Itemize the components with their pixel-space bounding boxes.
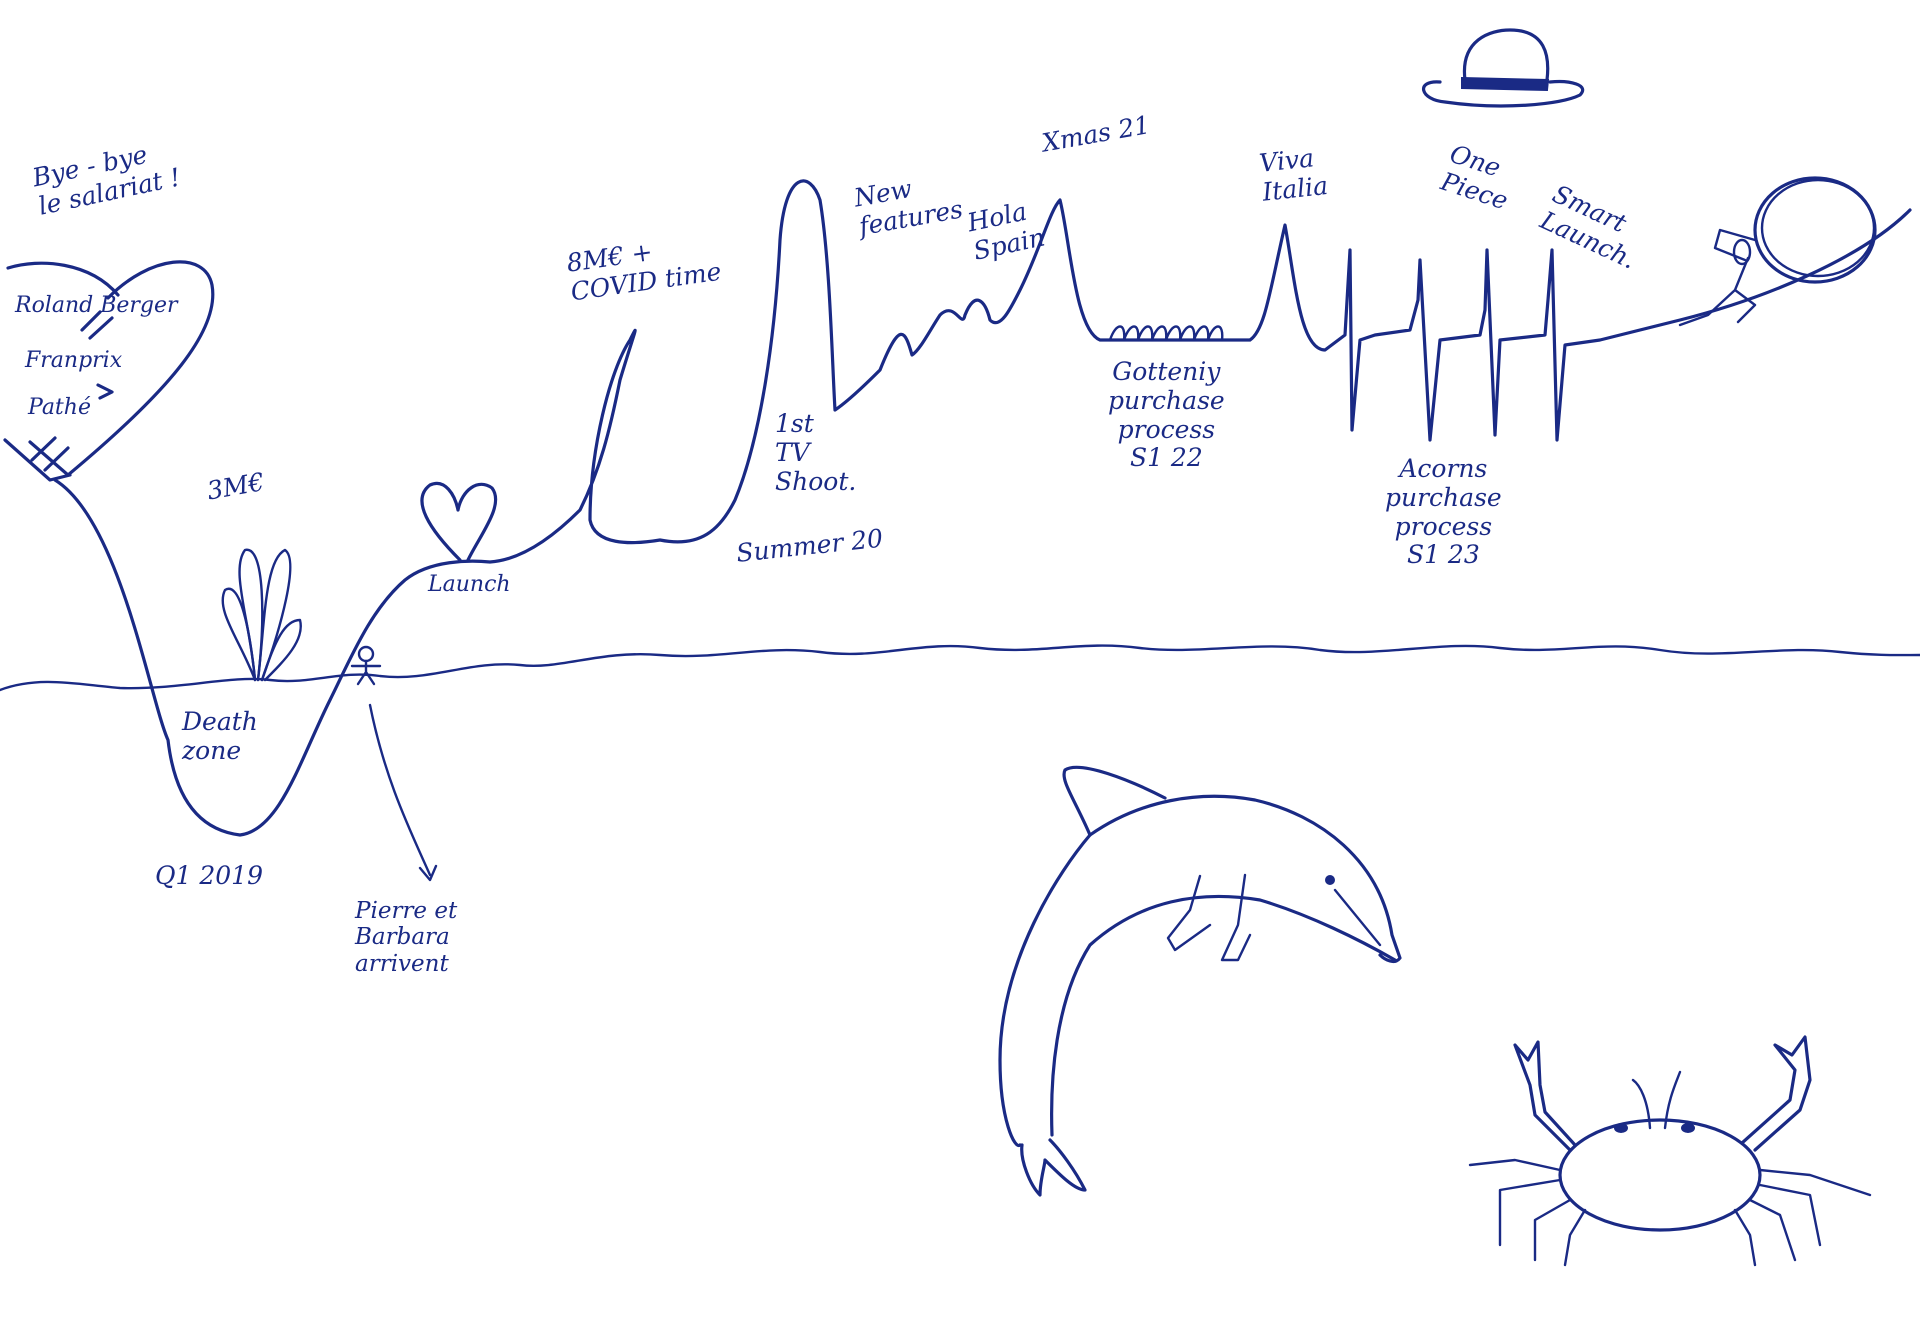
sisyphus-boulder-icon: [1678, 176, 1877, 327]
label-launch: Launch: [428, 572, 511, 597]
label-roland-berger: Roland Berger: [15, 293, 178, 318]
label-viva-italia: Viva Italia: [1257, 143, 1330, 207]
label-pierre-barbara: Pierre et Barbara arrivent: [355, 898, 458, 977]
label-q1-2019: Q1 2019: [155, 861, 263, 890]
label-death-zone: Death zone: [182, 707, 258, 765]
small-heart-icon: [420, 481, 498, 562]
crab-icon: [1468, 1035, 1872, 1267]
heart-icon: [3, 260, 215, 482]
label-first-tv-shoot: 1st TV Shoot.: [775, 409, 857, 496]
label-acorns: Acorns purchase process S1 23: [1385, 454, 1502, 570]
dolphin-icon: [998, 765, 1402, 1197]
journey-line: [53, 179, 1912, 837]
label-gotteniy: Gotteniy purchase process S1 22: [1108, 357, 1225, 473]
splash-icon: [221, 548, 302, 682]
label-pathe: Pathé: [28, 395, 91, 420]
stick-figure-icon: [350, 645, 382, 686]
gotteniy-loops: [1108, 325, 1224, 342]
arrow-icon: [368, 703, 438, 882]
straw-hat-icon: [1422, 28, 1585, 108]
label-franprix: Franprix: [25, 348, 123, 373]
waterline: [0, 644, 1920, 692]
